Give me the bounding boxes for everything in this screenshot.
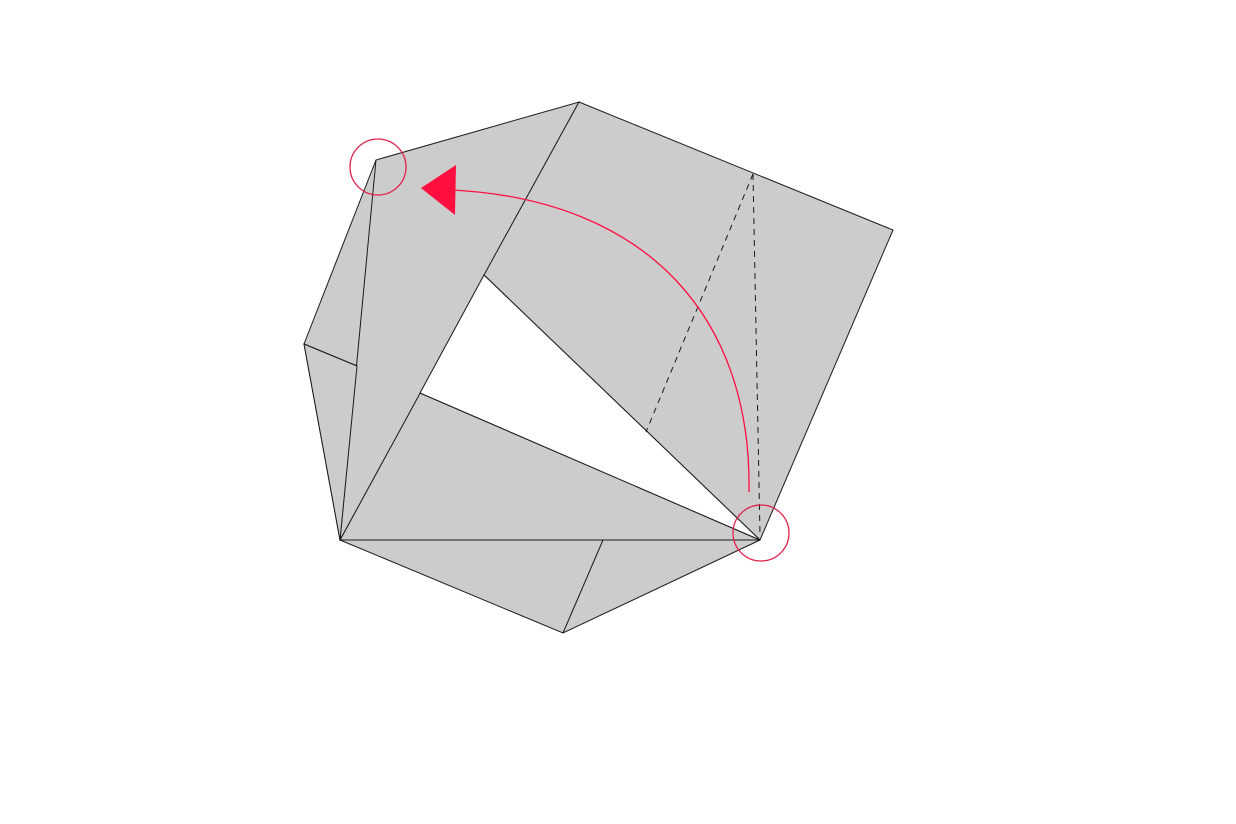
fold-arrow-icon: [451, 189, 750, 493]
valley-fold-line: [752, 173, 761, 536]
reference-point-marker-icon: [349, 138, 407, 196]
valley-fold-line: [645, 173, 754, 433]
left-small-flap: [303, 343, 358, 541]
center-opening: [419, 274, 761, 541]
bottom-flap-crease: [562, 539, 604, 634]
reference-point-marker-icon: [732, 504, 790, 562]
bottom-flap: [339, 539, 761, 634]
fold-arrow-head-icon: [421, 165, 456, 215]
